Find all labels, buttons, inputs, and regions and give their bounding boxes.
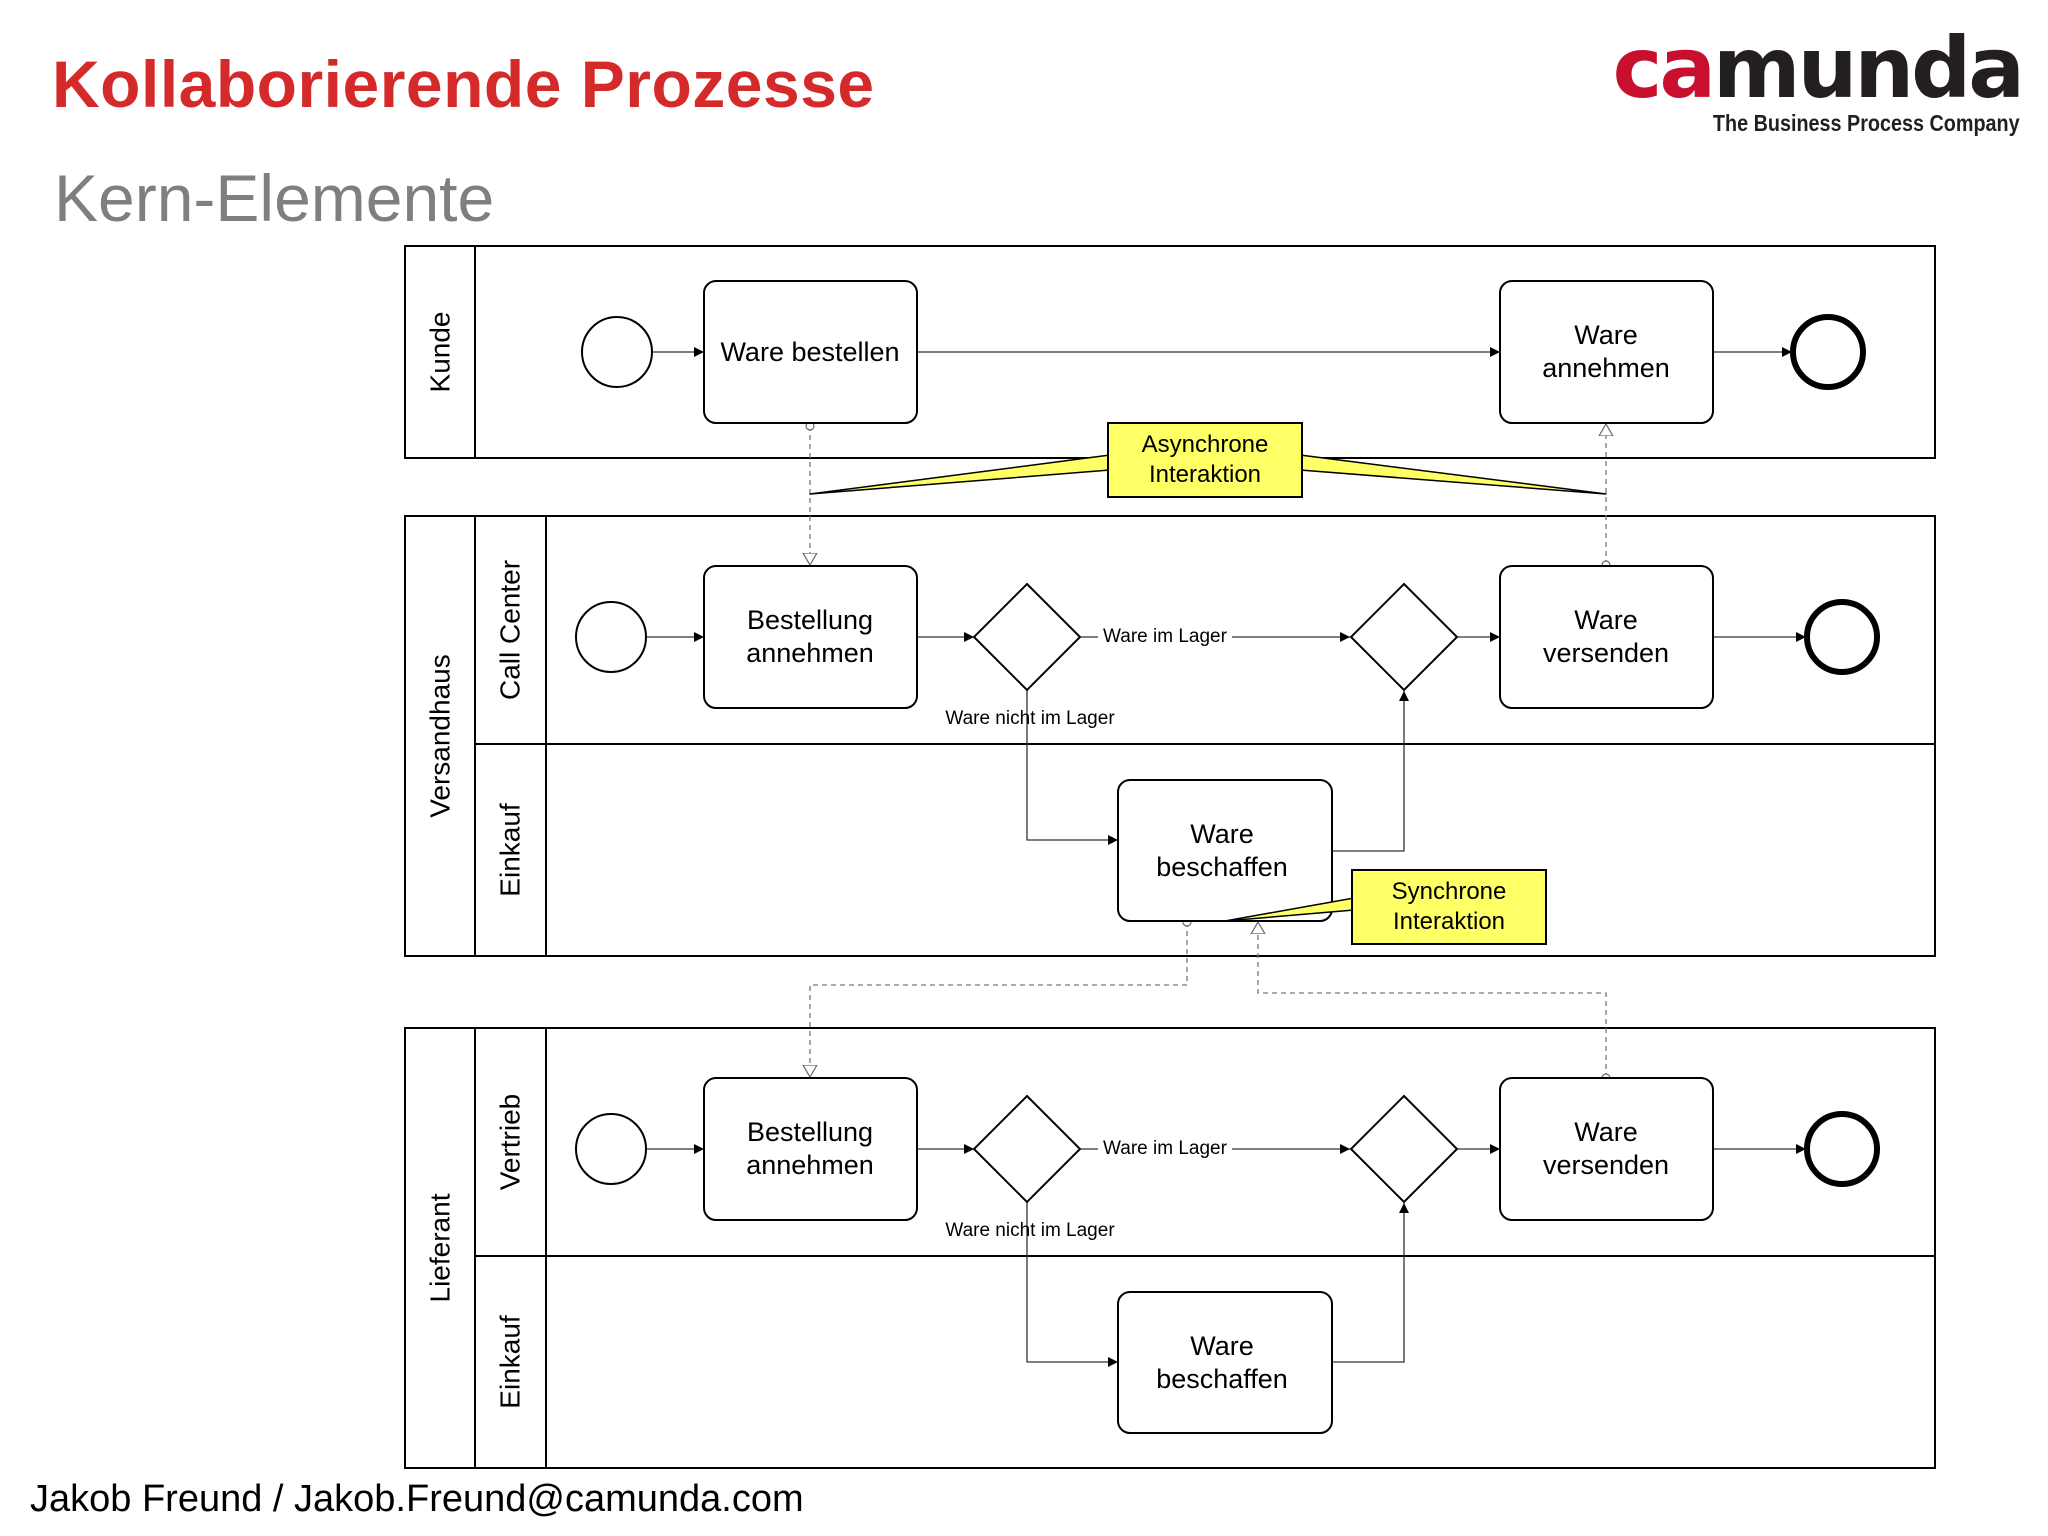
- task-label-line2: versenden: [1543, 638, 1669, 668]
- annotation-text-line2: Interaktion: [1149, 461, 1261, 488]
- lane-label-vertrieb: Vertrieb: [495, 1094, 526, 1191]
- exclusive-gateway: [1349, 582, 1459, 692]
- annotation-synchrone-interaktion: Synchrone Interaktion: [1224, 869, 1547, 945]
- start-event: [575, 1113, 647, 1185]
- slide-title: Kollaborierende Prozesse: [52, 47, 875, 121]
- end-event: [1804, 599, 1880, 675]
- task-label-line1: Bestellung: [747, 1117, 873, 1147]
- end-event: [1790, 314, 1866, 390]
- logo-wordmark: camunda: [1612, 19, 2025, 117]
- task-ware-bestellen: [703, 280, 918, 424]
- task-ware-versenden-lieferant: [1499, 1077, 1714, 1221]
- start-event: [581, 316, 653, 388]
- annotation-text-line1: Asynchrone: [1142, 431, 1269, 458]
- task-label-line1: Ware: [1574, 605, 1638, 635]
- logo-wordmark-red: ca: [1612, 19, 1716, 117]
- footer-author: Jakob Freund / Jakob.Freund@camunda.com: [30, 1478, 804, 1520]
- message-flow: [810, 922, 1187, 1077]
- task-label-line1: Bestellung: [747, 605, 873, 635]
- task-label-line1: Ware: [1190, 819, 1254, 849]
- task-label-line2: annehmen: [1542, 353, 1670, 383]
- sequence-flow: [1332, 691, 1409, 852]
- logo-wordmark-dark: munda: [1713, 19, 2025, 117]
- lane-label-einkauf-versandhaus: Einkauf: [495, 803, 526, 897]
- task-label-line1: Ware: [1574, 320, 1638, 350]
- annotation-asynchrone-interaktion: Asynchrone Interaktion: [809, 422, 1607, 498]
- task-ware-annehmen: [1499, 280, 1714, 424]
- task-ware-versenden-versandhaus: [1499, 565, 1714, 709]
- lane-label-einkauf-lieferant: Einkauf: [495, 1315, 526, 1409]
- sequence-flow: [1026, 690, 1118, 845]
- exclusive-gateway: [972, 1094, 1082, 1204]
- task-label-line2: versenden: [1543, 1150, 1669, 1180]
- camunda-logo: camunda The Business Process Company: [1613, 22, 2025, 142]
- task-label-line2: annehmen: [746, 1150, 874, 1180]
- annotation-text-line2: Interaktion: [1393, 908, 1505, 935]
- task-ware-beschaffen-lieferant: [1117, 1291, 1333, 1434]
- task-label-line1: Ware: [1190, 1331, 1254, 1361]
- logo-tagline: The Business Process Company: [1713, 110, 2020, 136]
- flow-label-ware-nicht-im-lager: Ware nicht im Lager: [945, 1220, 1115, 1241]
- start-event: [575, 601, 647, 673]
- task-ware-beschaffen-versandhaus: [1117, 779, 1333, 922]
- flow-label-ware-im-lager: Ware im Lager: [1103, 1138, 1228, 1159]
- end-event: [1804, 1111, 1880, 1187]
- slide-subtitle: Kern-Elemente: [54, 161, 495, 235]
- annotation-text-line1: Synchrone: [1392, 878, 1507, 905]
- task-bestellung-annehmen-lieferant: [703, 1077, 918, 1221]
- task-label-line2: annehmen: [746, 638, 874, 668]
- task-label: Ware bestellen: [720, 337, 899, 367]
- message-flow: [1258, 922, 1606, 1078]
- task-label-line2: beschaffen: [1156, 1364, 1288, 1394]
- pool-label-kunde: Kunde: [425, 312, 456, 393]
- flow-label-ware-nicht-im-lager: Ware nicht im Lager: [945, 708, 1115, 729]
- sequence-flow: [1332, 1203, 1409, 1363]
- lane-label-callcenter: Call Center: [495, 560, 526, 700]
- task-bestellung-annehmen-versandhaus: [703, 565, 918, 709]
- flow-label-ware-im-lager: Ware im Lager: [1103, 626, 1228, 647]
- task-label-line1: Ware: [1574, 1117, 1638, 1147]
- pool-label-lieferant: Lieferant: [425, 1193, 456, 1302]
- sequence-flow: [1026, 1202, 1118, 1367]
- exclusive-gateway: [1349, 1094, 1459, 1204]
- exclusive-gateway: [972, 582, 1082, 692]
- pool-label-versandhaus: Versandhaus: [425, 654, 456, 817]
- task-label-line2: beschaffen: [1156, 852, 1288, 882]
